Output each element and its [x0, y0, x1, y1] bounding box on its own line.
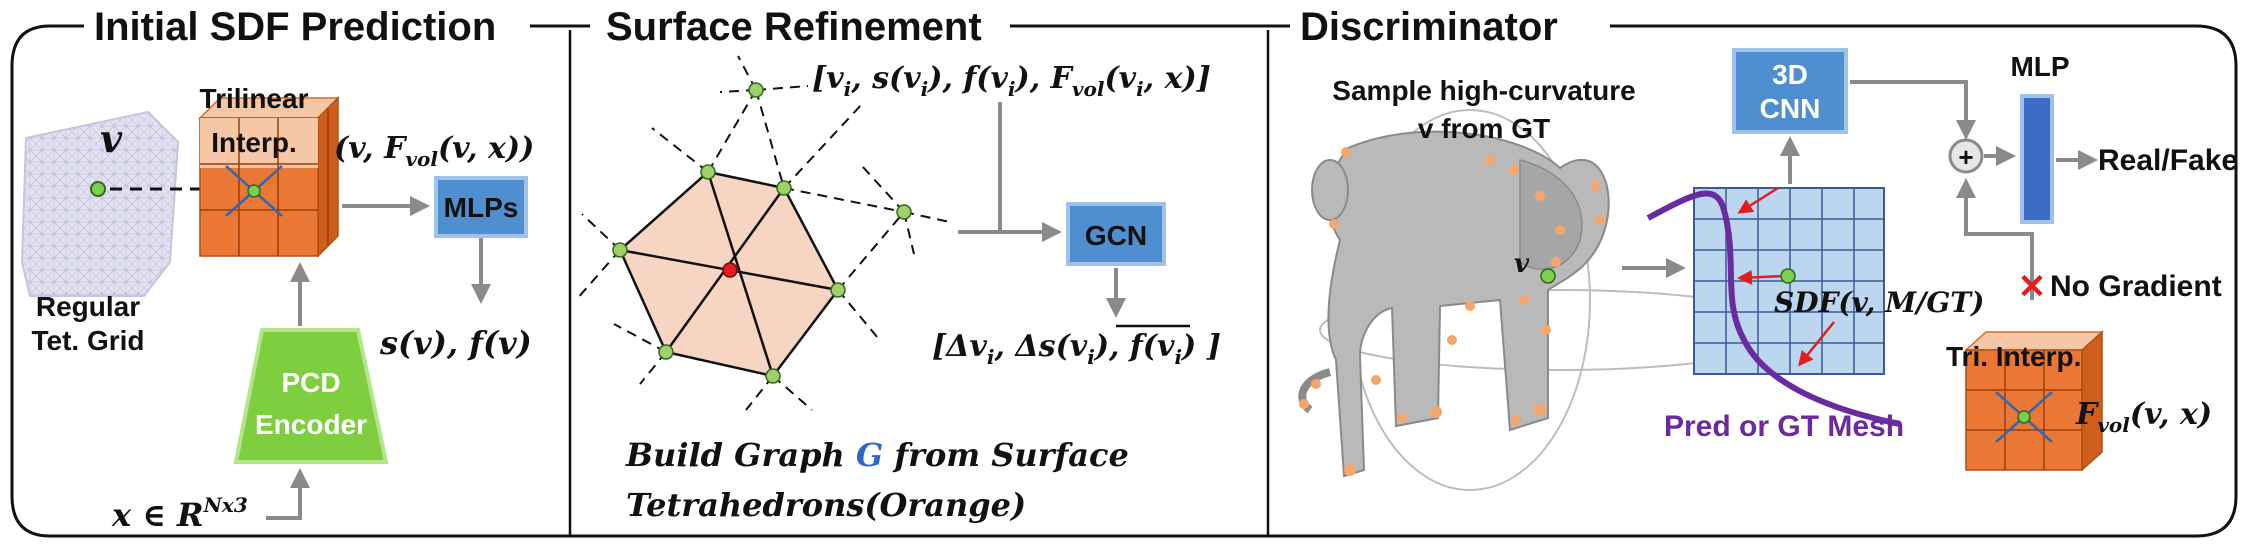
trilinear-label-line-1: Trilinear — [200, 83, 309, 114]
grid-label-line-1: Regular — [36, 291, 140, 322]
no-gradient-cross: ✕ — [2018, 268, 2047, 306]
sum-symbol: + — [1958, 142, 1973, 172]
sdf-label: SDF(v, M/GT) — [1774, 286, 1984, 319]
graph-caption-line-1: Build Graph G from Surface — [625, 436, 1129, 474]
mlp-label: MLP — [2010, 51, 2069, 82]
real-fake-label: Real/Fake — [2098, 144, 2238, 177]
fvol-label: Fvol(v, x) — [2075, 397, 2212, 437]
trilinear-cube — [198, 96, 340, 258]
regular-tet-grid — [20, 110, 180, 297]
tri-interp-cube — [1964, 330, 2104, 472]
mlp-bar — [2020, 94, 2054, 224]
sample-caption-line-1: Sample high-curvature — [1332, 75, 1635, 106]
section-title-initial-sdf: Initial SDF Prediction — [94, 5, 496, 49]
grid-label-line-2: Tet. Grid — [31, 325, 144, 356]
trilinear-output-tuple: (v, Fvol(v, x)) — [334, 131, 534, 171]
mesh-caption: Pred or GT Mesh — [1664, 410, 1904, 443]
no-gradient-label: No Gradient — [2050, 270, 2222, 303]
mlps-label: MLPs — [444, 192, 519, 223]
refinement-input-features: [vi, s(vi), f(vi), Fvol(vi, x)] — [812, 61, 1211, 101]
mlps-box — [434, 176, 528, 238]
features-to-gcn-connector — [958, 102, 1040, 234]
outer-frame — [10, 24, 2238, 538]
elephant-mesh — [1298, 109, 1801, 491]
trilinear-label-line-2: Interp. — [211, 127, 297, 158]
section-title-discriminator: Discriminator — [1300, 5, 1558, 49]
mesh-surface-curve — [1646, 190, 1901, 427]
pcd-encoder-label-2: Encoder — [255, 409, 367, 440]
pcd-encoder-label-1: PCD — [281, 367, 340, 398]
gcn-box — [1066, 202, 1166, 266]
tri-interp-label: Tri. Interp. — [1946, 341, 2081, 372]
grid-query-node — [1780, 268, 1796, 284]
cnn-box — [1732, 48, 1848, 134]
pcd-encoder-trapezoid — [233, 328, 389, 464]
cnn-label-line-2: CNN — [1760, 93, 1821, 124]
cnn-label-line-1: 3D — [1772, 59, 1808, 90]
sampled-vertex-label: v — [1514, 249, 1530, 279]
grid-vertex-node — [90, 181, 106, 197]
sum-node — [1948, 138, 1984, 174]
interp-to-sum-line — [1956, 178, 2034, 300]
sample-caption-line-2: v from GT — [1418, 113, 1550, 144]
center-vertex-node — [722, 262, 738, 278]
cnn-to-sum-arrow — [1850, 80, 1976, 140]
vertex-label: v — [100, 116, 123, 161]
point-cloud-input-label: x ∈ RNx3 — [111, 493, 248, 534]
input-to-encoder-arrow — [266, 468, 310, 520]
graph-caption-line-2: Tetrahedrons(Orange) — [626, 486, 1026, 524]
section-title-surface-refinement: Surface Refinement — [606, 5, 982, 49]
gcn-label: GCN — [1085, 220, 1147, 251]
sampled-vertex-node — [1540, 268, 1556, 284]
refinement-output-deltas: [Δvi, Δs(vi), f(vi) ] — [932, 329, 1221, 369]
sdf-output-label: s(v), f(v) — [379, 324, 532, 362]
sdf-distance-arrows — [1737, 186, 1835, 367]
surface-graph — [575, 55, 951, 411]
